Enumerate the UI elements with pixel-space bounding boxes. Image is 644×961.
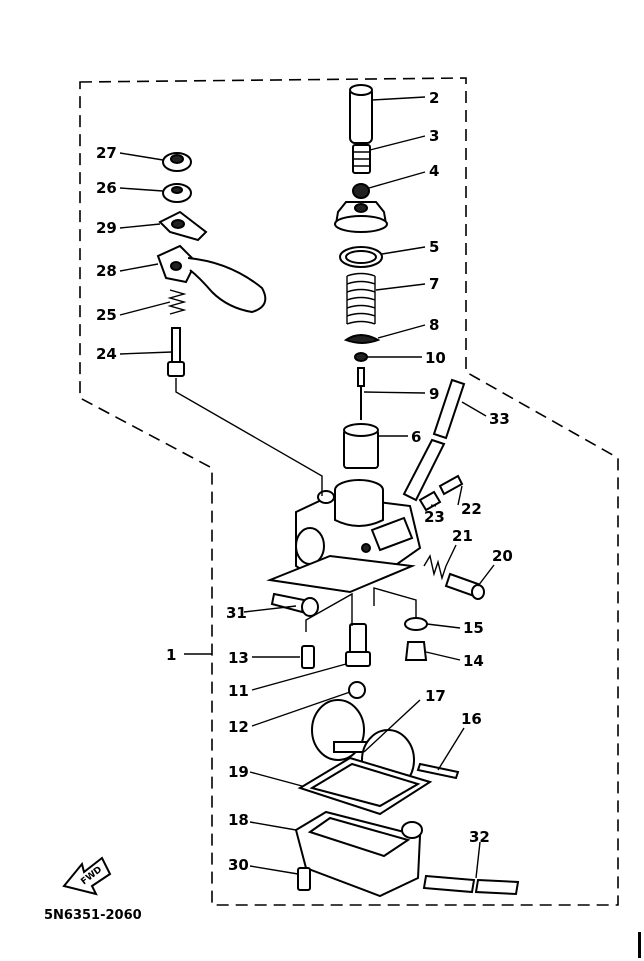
callout-11: 11 (228, 682, 249, 700)
callout-16: 16 (461, 710, 482, 728)
part-21-spring (423, 554, 447, 581)
callout-15: 15 (463, 619, 484, 637)
callout-27: 27 (96, 144, 117, 162)
part-top-cover (334, 201, 388, 233)
callout-4: 4 (429, 162, 439, 180)
part-13-jet (301, 645, 315, 669)
part-33-hose (402, 378, 466, 502)
part-9-needle (357, 367, 365, 420)
part-28-lever (156, 244, 267, 314)
callout-10: 10 (425, 349, 446, 367)
part-20-screw (444, 572, 485, 600)
assembly-boundary (79, 77, 619, 906)
callout-14: 14 (463, 652, 484, 670)
callout-19: 19 (228, 763, 249, 781)
part-22-screw (438, 474, 464, 496)
callout-9: 9 (429, 385, 439, 403)
callout-1: 1 (166, 646, 176, 664)
callout-17: 17 (425, 687, 446, 705)
callout-28: 28 (96, 262, 117, 280)
callout-12: 12 (228, 718, 249, 736)
part-4-nut (352, 183, 370, 199)
part-27-nut (162, 152, 192, 172)
forward-arrow-icon (62, 856, 112, 896)
part-5-o-ring (339, 246, 383, 268)
part-3-adjuster (352, 144, 371, 174)
part-8-retainer (343, 334, 381, 344)
part-25-spring (167, 289, 187, 315)
part-12-jet (348, 681, 366, 699)
part-1-carburetor-body (266, 479, 422, 594)
callout-31: 31 (226, 604, 247, 622)
callout-13: 13 (228, 649, 249, 667)
part-29-plate (158, 210, 208, 242)
drawing-code: 5N6351-2060 (44, 908, 142, 923)
callout-6: 6 (411, 428, 421, 446)
callout-26: 26 (96, 179, 117, 197)
callout-2: 2 (429, 89, 439, 107)
part-2-cap (349, 84, 373, 144)
callout-22: 22 (461, 500, 482, 518)
callout-33: 33 (489, 410, 510, 428)
part-30-screw (297, 867, 311, 891)
callout-32: 32 (469, 828, 490, 846)
callout-21: 21 (452, 527, 473, 545)
callout-18: 18 (228, 811, 249, 829)
leader-lines (119, 96, 495, 879)
part-19-gasket (297, 756, 433, 816)
callout-7: 7 (429, 275, 439, 293)
part-15-washer (404, 617, 428, 631)
callout-25: 25 (96, 306, 117, 324)
part-23-fitting (418, 490, 442, 512)
part-14-jet (404, 641, 428, 661)
part-16-pin (416, 762, 460, 780)
part-7-spring (346, 272, 376, 325)
part-32-hose (422, 874, 520, 896)
callout-24: 24 (96, 345, 117, 363)
part-26-nut (162, 183, 192, 203)
part-10-clip (354, 352, 368, 362)
callout-23: 23 (424, 508, 445, 526)
callout-30: 30 (228, 856, 249, 874)
callout-29: 29 (96, 219, 117, 237)
part-11-jet (345, 623, 371, 667)
callout-3: 3 (429, 127, 439, 145)
part-6-throttle-valve (343, 423, 379, 469)
part-24-screw (167, 327, 185, 377)
callout-8: 8 (429, 316, 439, 334)
callout-20: 20 (492, 547, 513, 565)
part-18-float-bowl (294, 810, 423, 898)
part-31-screw (270, 592, 319, 617)
edge-mark (638, 932, 641, 958)
callout-5: 5 (429, 238, 439, 256)
